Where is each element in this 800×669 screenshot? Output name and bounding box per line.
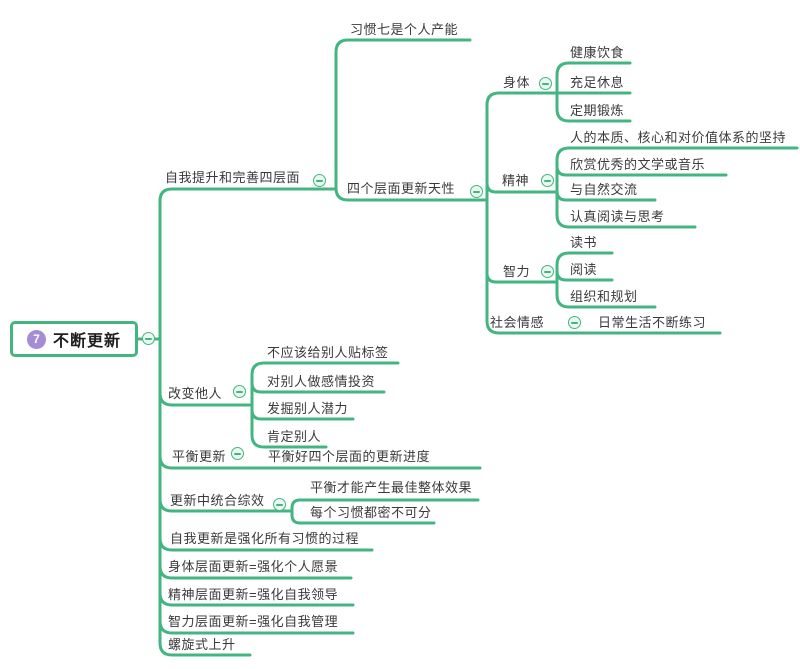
collapse-icon-intellect[interactable] — [541, 265, 554, 278]
node-physical-renewal[interactable]: 身体层面更新=强化个人愿景 — [168, 559, 339, 574]
node-upward-spiral[interactable]: 螺旋式上升 — [168, 637, 236, 652]
connector-synergy-spine — [290, 498, 480, 525]
node-literature-music[interactable]: 欣赏优秀的文学或音乐 — [570, 157, 706, 172]
node-mental-renewal[interactable]: 智力层面更新=强化自我管理 — [168, 614, 339, 629]
node-balanced-renewal[interactable]: 平衡更新 — [172, 449, 227, 464]
node-change-others[interactable]: 改变他人 — [168, 386, 223, 401]
node-habit7-capacity[interactable]: 习惯七是个人产能 — [350, 22, 459, 37]
node-organize-plan[interactable]: 组织和规划 — [570, 289, 638, 304]
connector-spirit-child3 — [555, 189, 657, 202]
habit-number-badge: 7 — [26, 329, 46, 349]
node-affirm-others[interactable]: 肯定别人 — [267, 429, 322, 444]
connector-intellect-link — [485, 271, 559, 284]
connector-trunk — [158, 187, 338, 657]
node-social-emotional[interactable]: 社会情感 — [490, 315, 545, 330]
collapse-icon-synergy[interactable] — [273, 498, 286, 511]
node-commune-with-nature[interactable]: 与自然交流 — [570, 182, 638, 197]
connector-spirit-spine — [555, 146, 799, 229]
node-regular-exercise[interactable]: 定期锻炼 — [570, 103, 625, 118]
connector-spirit-link — [485, 181, 559, 194]
connector-balanced-renewal — [158, 454, 482, 470]
node-healthy-diet[interactable]: 健康饮食 — [570, 45, 625, 60]
collapse-icon-root[interactable] — [142, 332, 155, 345]
node-self-renewal-process[interactable]: 自我更新是强化所有习惯的过程 — [170, 531, 360, 546]
connector-top-spine — [334, 38, 489, 202]
connector-change-others — [158, 391, 254, 407]
node-emotional-investment[interactable]: 对别人做感情投资 — [267, 374, 376, 389]
connector-change-spine — [250, 361, 400, 449]
node-essence-values[interactable]: 人的本质、核心和对价值体系的坚持 — [570, 130, 787, 145]
node-four-dimensions[interactable]: 四个层面更新天性 — [347, 181, 456, 196]
connector-change-child3 — [250, 408, 355, 421]
node-self-improvement[interactable]: 自我提升和完善四层面 — [165, 170, 301, 185]
collapse-icon-body[interactable] — [539, 77, 552, 90]
root-node[interactable]: 7 不断更新 — [10, 321, 138, 357]
connector-body-renewal — [158, 564, 353, 580]
collapse-icon-self-improvement[interactable] — [313, 174, 326, 187]
node-reading-thinking[interactable]: 认真阅读与思考 — [570, 209, 665, 224]
connector-spirit-renewal — [158, 591, 355, 607]
connector-self-renewal — [158, 536, 374, 552]
node-balance-progress[interactable]: 平衡好四个层面的更新进度 — [268, 449, 431, 464]
node-daily-practice[interactable]: 日常生活不断练习 — [598, 315, 707, 330]
connector-right-spine — [485, 91, 722, 335]
root-node-label: 不断更新 — [52, 333, 121, 350]
connector-spirit-child2 — [555, 164, 728, 177]
collapse-icon-change-others[interactable] — [233, 385, 246, 398]
node-adequate-rest[interactable]: 充足休息 — [570, 75, 625, 90]
node-body[interactable]: 身体 — [503, 75, 531, 90]
connector-synergy — [158, 497, 294, 513]
node-habits-inseparable[interactable]: 每个习惯都密不可分 — [310, 505, 432, 520]
connector-intellect-spine — [555, 251, 657, 309]
connector-mental-renewal — [158, 619, 355, 635]
node-balance-best-effect[interactable]: 平衡才能产生最佳整体效果 — [310, 480, 473, 495]
collapse-icon-spirit[interactable] — [541, 174, 554, 187]
connector-intellect-mid — [555, 269, 614, 282]
node-no-labels[interactable]: 不应该给别人贴标签 — [267, 345, 389, 360]
node-synergy-in-renewal[interactable]: 更新中统合综效 — [170, 493, 265, 508]
connector-change-child2 — [250, 381, 386, 394]
node-intellect[interactable]: 智力 — [503, 264, 531, 279]
collapse-icon-four-dimensions[interactable] — [470, 185, 483, 198]
node-discover-potential[interactable]: 发掘别人潜力 — [267, 401, 349, 416]
collapse-icon-social-emotional[interactable] — [568, 316, 581, 329]
node-spiritual-renewal[interactable]: 精神层面更新=强化自我领导 — [168, 587, 339, 602]
collapse-icon-balanced-renewal[interactable] — [231, 447, 244, 460]
node-reading[interactable]: 阅读 — [570, 262, 598, 277]
node-spirit[interactable]: 精神 — [502, 173, 530, 188]
node-read-books[interactable]: 读书 — [570, 235, 598, 250]
